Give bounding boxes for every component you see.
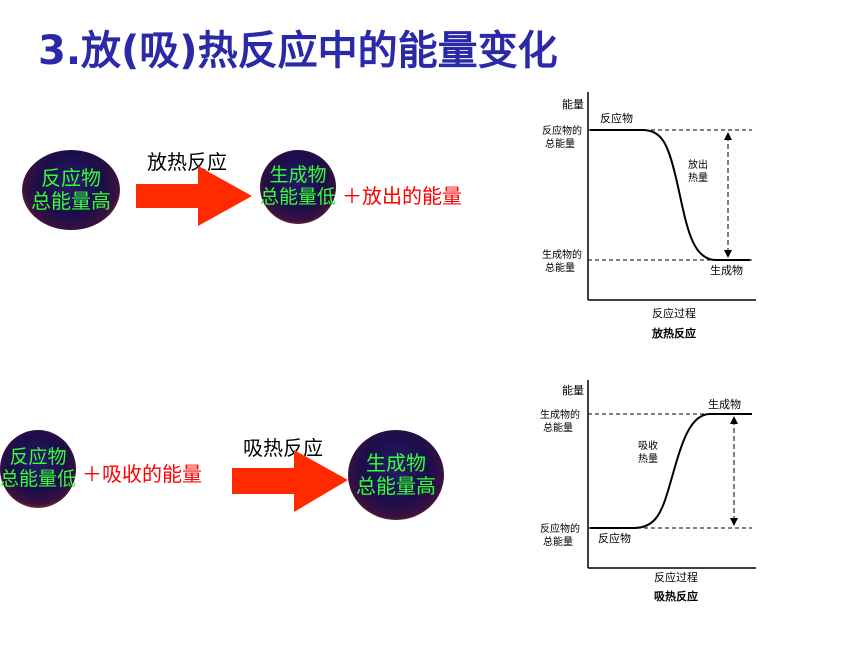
product-curve-label: 生成物: [708, 397, 741, 411]
x-axis-label: 反应过程: [652, 306, 696, 320]
energy-curve: [590, 129, 750, 261]
reactant-high-ball: 反应物 总能量高: [22, 150, 120, 230]
heat-label-2: 热量: [688, 171, 708, 184]
diagram-caption: 吸热反应: [654, 589, 698, 603]
exo-arrow: [136, 166, 252, 226]
reactant-curve-label: 反应物: [598, 531, 631, 545]
absorbed-energy-text: ＋吸收的能量: [82, 462, 202, 486]
product-level-label: 生成物的: [540, 408, 580, 421]
heat-label: 吸收: [638, 439, 658, 452]
product-level-label-2: 总能量: [543, 421, 573, 434]
diagram-caption: 放热反应: [651, 326, 696, 340]
product-label: 生成物: [366, 451, 426, 475]
y-axis-label: 能量: [562, 383, 584, 397]
heat-label: 放出: [688, 158, 708, 171]
reactant-level-label-2: 总能量: [543, 535, 573, 548]
reactant-level-label: 反应物的: [540, 522, 580, 535]
reactant-low-ball: 反应物 总能量低: [0, 430, 76, 508]
product-energy-label: 总能量低: [260, 186, 337, 208]
reactant-level-label: 反应物的: [542, 124, 582, 137]
product-energy-label: 总能量高: [356, 474, 436, 498]
product-low-ball: 生成物 总能量低: [260, 150, 336, 224]
reactant-energy-label: 总能量高: [31, 189, 111, 213]
product-high-ball: 生成物 总能量高: [348, 430, 444, 520]
endo-energy-diagram: 能量 生成物的 总能量 生成物 吸收 热量 反应物的 总能量 反应物 反应过程 …: [540, 380, 756, 603]
exo-energy-diagram: 能量 反应物 反应物的 总能量 放出 热量 生成物的 总能量 生成物 反应过程 …: [542, 92, 756, 340]
endo-arrow: [232, 450, 348, 512]
reactant-energy-label: 总能量低: [0, 468, 77, 490]
x-axis-label: 反应过程: [654, 570, 698, 584]
endo-arrow-label: 吸热反应: [243, 436, 323, 460]
product-curve-label: 生成物: [710, 263, 743, 277]
reactant-level-label-2: 总能量: [545, 137, 575, 150]
slide-title: 3.放(吸)热反应中的能量变化: [38, 28, 558, 74]
heat-label-2: 热量: [638, 452, 658, 465]
product-level-label-2: 总能量: [545, 261, 575, 274]
y-axis-label: 能量: [562, 97, 584, 111]
released-energy-text: ＋放出的能量: [342, 184, 462, 208]
exo-arrow-label: 放热反应: [147, 150, 227, 174]
reactant-label: 反应物: [41, 166, 101, 190]
reactant-curve-label: 反应物: [600, 111, 633, 125]
product-label: 生成物: [269, 164, 327, 187]
energy-curve: [590, 413, 752, 529]
reactant-label: 反应物: [9, 446, 67, 469]
product-level-label: 生成物的: [542, 248, 582, 261]
